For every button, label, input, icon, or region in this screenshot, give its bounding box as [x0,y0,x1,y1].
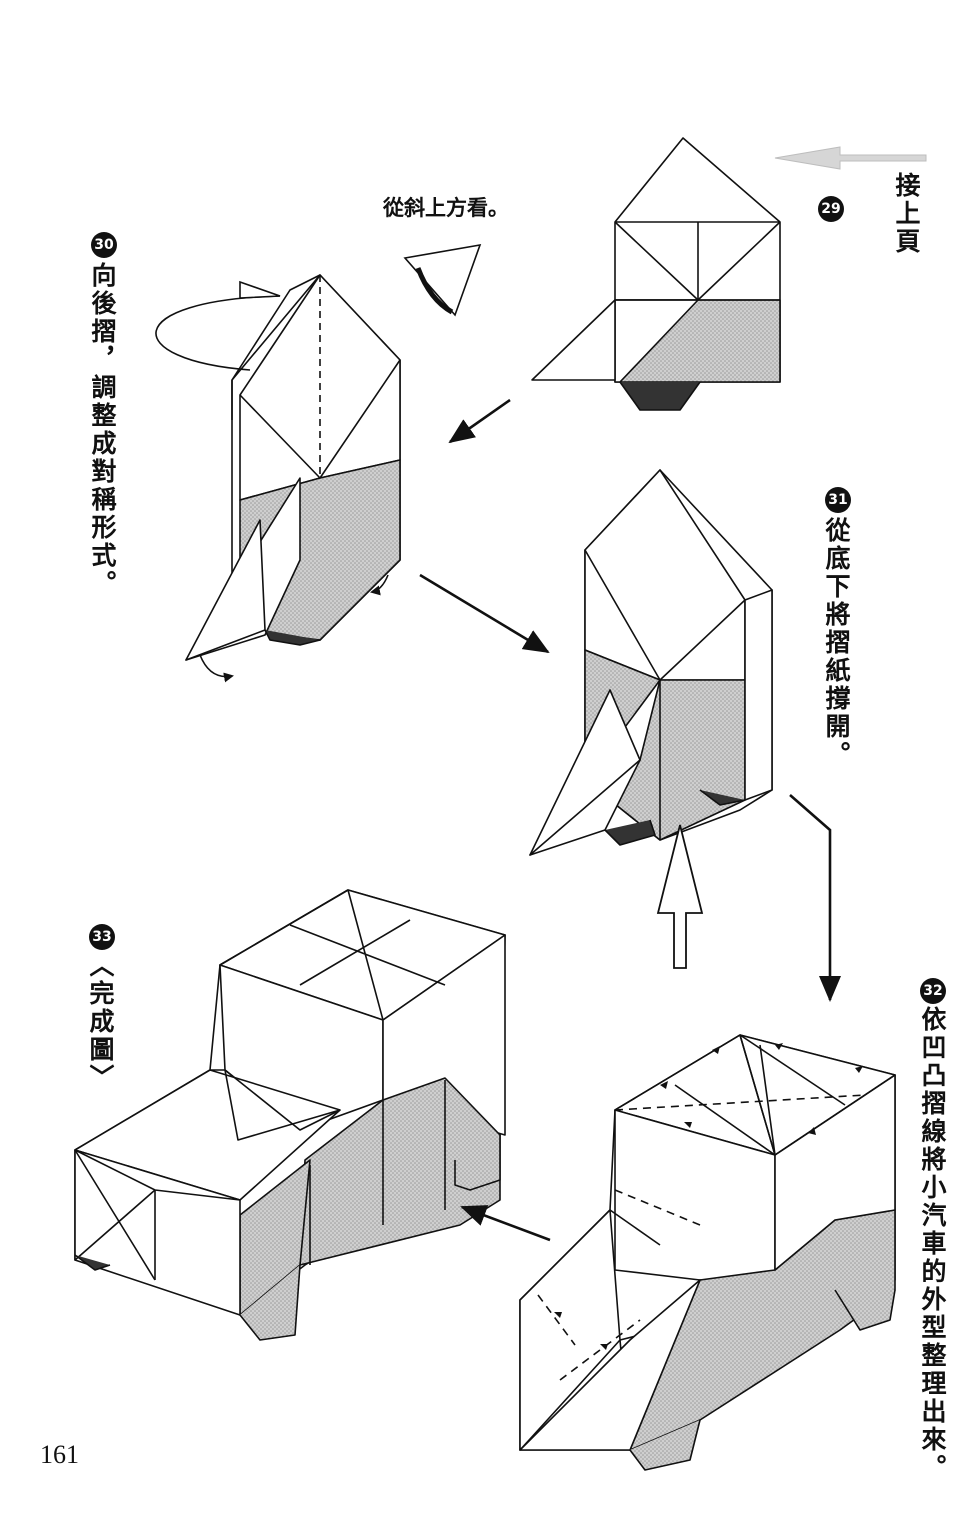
arrow-up-outline-icon [656,824,704,969]
fold-arrow-right [370,574,389,596]
continued-label: 接上頁 [892,172,921,256]
view-note: 從斜上方看。 [383,196,509,220]
arrow-icon [460,1205,551,1242]
step-32-number: 32 [920,978,946,1004]
step-30-text: 向後摺，調整成對稱形式。 [88,262,117,598]
step-32-fold-marks [554,1043,863,1350]
step-30-number: 30 [91,232,117,258]
rotate-arrow-head [239,280,281,299]
step-33-number: 33 [89,924,115,950]
faded-arrow-icon [774,146,927,170]
step-32-text: 依凹凸摺線將小汽車的外型整理出來。 [918,1006,947,1482]
rotate-arrow [155,295,281,371]
step-31-text: 從底下將摺紙撐開。 [822,517,851,769]
step-29-figure [531,137,781,411]
page-number: 161 [40,1440,79,1469]
arrow-icon [789,794,841,1002]
fold-arrow-left [199,654,234,683]
step-29-number: 29 [818,196,844,222]
step-33-text: 〈完成圖〉 [86,952,115,1092]
step-31-figure [529,469,773,856]
step-30-figure [185,274,401,661]
step-31-number: 31 [825,487,851,513]
step-33-figure [74,889,506,1341]
arrow-icon [448,398,511,444]
eye-icon [403,243,482,317]
step-32-figure [519,1034,896,1471]
arrow-icon [419,573,550,654]
